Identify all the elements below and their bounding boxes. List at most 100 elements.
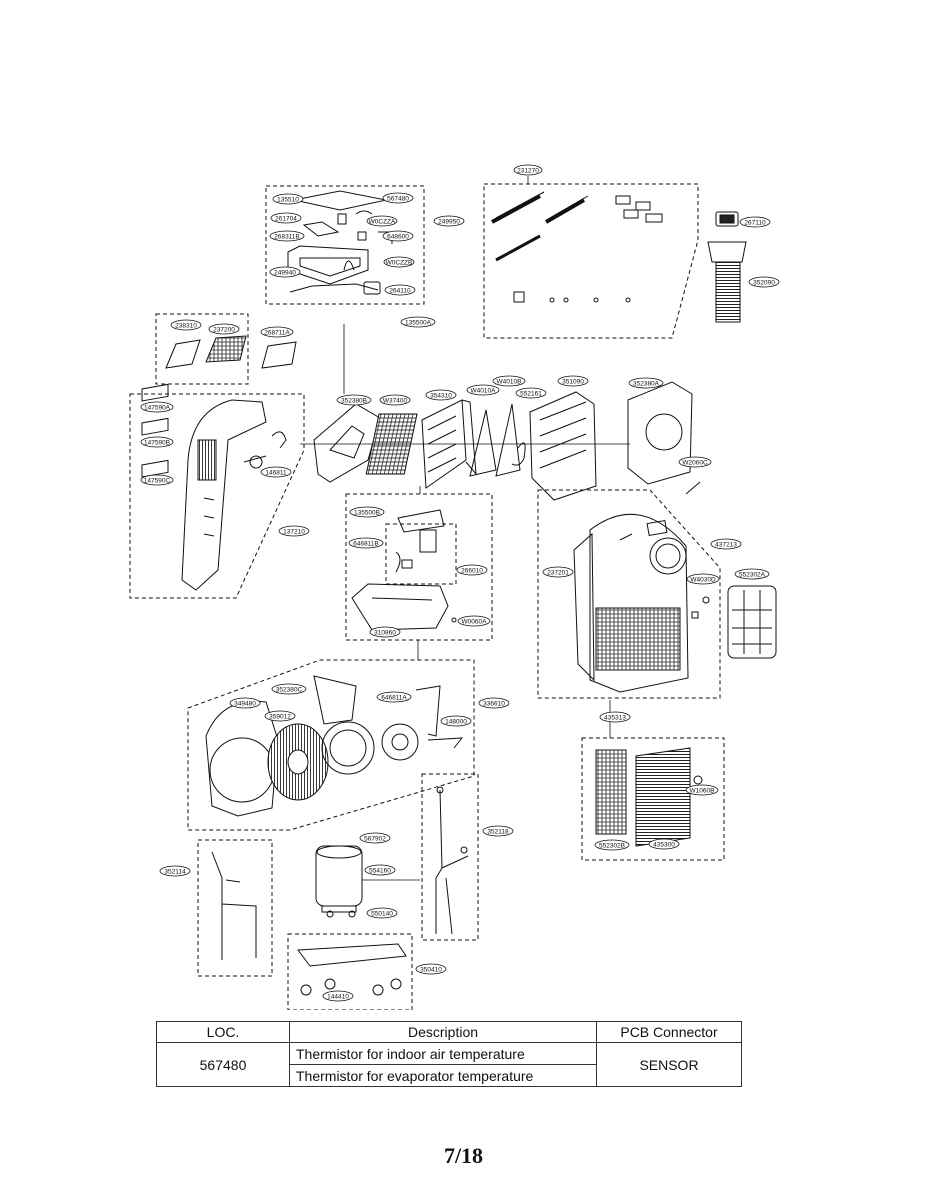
svg-text:552302B: 552302B bbox=[599, 843, 625, 850]
svg-text:648600: 648600 bbox=[387, 234, 409, 241]
svg-text:W37400: W37400 bbox=[383, 398, 408, 405]
label-352380B: 352380B bbox=[336, 394, 372, 406]
exploded-parts-diagram: 231270 135510 567480 261704 W0CZZA 24995… bbox=[129, 164, 780, 1010]
label-648600: 648600 bbox=[382, 230, 414, 242]
pipe-left-group bbox=[197, 839, 273, 977]
label-W0CZZB: W0CZZB bbox=[383, 256, 415, 268]
cell-loc: 567480 bbox=[156, 1042, 290, 1087]
svg-text:354310: 354310 bbox=[430, 393, 452, 400]
svg-text:249950: 249950 bbox=[438, 219, 460, 226]
svg-text:352114: 352114 bbox=[164, 869, 186, 876]
label-646811A: 646811A bbox=[376, 691, 412, 703]
label-135500B: 135500B bbox=[349, 506, 385, 518]
label-352114: 352114 bbox=[159, 865, 191, 877]
label-359012: 359012 bbox=[264, 710, 296, 722]
label-147590A: 147590A bbox=[140, 401, 174, 413]
header-loc: LOC. bbox=[156, 1021, 290, 1043]
label-W2060C: W2060C bbox=[678, 456, 712, 468]
label-146811: 146811 bbox=[260, 466, 292, 478]
label-W4010A: W4010A bbox=[466, 384, 500, 396]
svg-text:310860: 310860 bbox=[374, 630, 396, 637]
evaporator-row bbox=[300, 381, 693, 501]
label-144410: 144410 bbox=[322, 990, 354, 1002]
label-435313: 435313 bbox=[599, 711, 631, 723]
label-268311B: 268311B bbox=[269, 230, 305, 242]
svg-text:144410: 144410 bbox=[327, 994, 349, 1001]
label-W0CZZA: W0CZZA bbox=[366, 215, 398, 227]
svg-text:351090: 351090 bbox=[562, 379, 584, 386]
label-261704: 261704 bbox=[270, 212, 302, 224]
svg-text:237201: 237201 bbox=[547, 570, 569, 577]
pcb-group bbox=[287, 933, 413, 1010]
label-264110: 264110 bbox=[384, 284, 416, 296]
header-pcb-connector: PCB Connector bbox=[596, 1021, 742, 1043]
svg-text:554160: 554160 bbox=[369, 868, 391, 875]
table-header-row: LOC. Description PCB Connector bbox=[156, 1021, 742, 1043]
accessory-kit-group bbox=[483, 183, 699, 339]
svg-text:135500A: 135500A bbox=[405, 320, 432, 327]
svg-text:261704: 261704 bbox=[275, 216, 297, 223]
table-row: 567480 Thermistor for indoor air tempera… bbox=[156, 1042, 742, 1087]
svg-text:352380A: 352380A bbox=[633, 381, 660, 388]
svg-text:352380C: 352380C bbox=[276, 687, 303, 694]
label-238310: 238310 bbox=[170, 319, 202, 331]
label-550140: 550140 bbox=[366, 907, 398, 919]
svg-text:231270: 231270 bbox=[517, 168, 539, 175]
label-135500A: 135500A bbox=[400, 316, 436, 328]
svg-text:W1060B: W1060B bbox=[690, 788, 715, 795]
label-W0060A: W0060A bbox=[457, 615, 491, 627]
window-slider-and-hose bbox=[707, 211, 747, 323]
label-147590B: 147590B bbox=[140, 436, 174, 448]
svg-text:550140: 550140 bbox=[371, 911, 393, 918]
front-cover-group bbox=[129, 383, 305, 599]
svg-text:268311B: 268311B bbox=[274, 234, 300, 241]
svg-text:W0060A: W0060A bbox=[462, 619, 488, 626]
fan-blower-group bbox=[187, 659, 475, 831]
page-number: 7/18 bbox=[443, 1143, 484, 1168]
label-349480: 349480 bbox=[229, 697, 261, 709]
svg-text:137210: 137210 bbox=[283, 529, 305, 536]
svg-text:268711A: 268711A bbox=[264, 330, 290, 337]
label-646811B: 646811B bbox=[348, 537, 384, 549]
label-231270: 231270 bbox=[513, 164, 543, 176]
svg-text:148000: 148000 bbox=[445, 719, 467, 726]
svg-text:146811: 146811 bbox=[265, 470, 287, 477]
svg-text:267110: 267110 bbox=[744, 220, 766, 227]
label-266010: 266010 bbox=[456, 564, 488, 576]
svg-text:352380B: 352380B bbox=[341, 398, 367, 405]
label-W1060B: W1060B bbox=[685, 784, 719, 796]
label-148000: 148000 bbox=[440, 715, 472, 727]
svg-text:266010: 266010 bbox=[461, 568, 483, 575]
cell-description-2: Thermistor for evaporator temperature bbox=[289, 1064, 597, 1087]
label-552302B: 552302B bbox=[594, 839, 630, 851]
filter-group bbox=[581, 737, 725, 861]
svg-text:W4010A: W4010A bbox=[471, 388, 497, 395]
svg-text:147590C: 147590C bbox=[144, 478, 171, 485]
label-352380C: 352380C bbox=[271, 683, 307, 695]
svg-text:135500B: 135500B bbox=[354, 510, 380, 517]
svg-text:552302A: 552302A bbox=[739, 572, 766, 579]
label-147590C: 147590C bbox=[140, 474, 174, 486]
svg-text:W2060C: W2060C bbox=[682, 460, 708, 467]
label-351090: 351090 bbox=[557, 375, 589, 387]
svg-text:336610: 336610 bbox=[483, 701, 505, 708]
svg-text:147590A: 147590A bbox=[144, 405, 171, 412]
svg-text:359012: 359012 bbox=[269, 714, 291, 721]
main-cabinet-group bbox=[537, 481, 777, 699]
label-237201: 237201 bbox=[542, 566, 574, 578]
label-W4010B: W4010B bbox=[492, 375, 526, 387]
svg-text:646811A: 646811A bbox=[381, 695, 407, 702]
label-267110: 267110 bbox=[739, 216, 771, 228]
svg-text:646811B: 646811B bbox=[353, 541, 379, 548]
svg-text:W4030D: W4030D bbox=[690, 577, 716, 584]
label-567902: 567902 bbox=[359, 832, 391, 844]
label-135510: 135510 bbox=[272, 193, 304, 205]
label-435300: 435300 bbox=[648, 838, 680, 850]
svg-text:350410: 350410 bbox=[420, 967, 442, 974]
label-W37400: W37400 bbox=[379, 394, 411, 406]
label-567480: 567480 bbox=[382, 192, 414, 204]
sensor-table: LOC. Description PCB Connector 567480 Th… bbox=[156, 1021, 742, 1087]
svg-text:567480: 567480 bbox=[387, 196, 409, 203]
svg-text:352090: 352090 bbox=[753, 280, 775, 287]
svg-text:W4010B: W4010B bbox=[497, 379, 522, 386]
